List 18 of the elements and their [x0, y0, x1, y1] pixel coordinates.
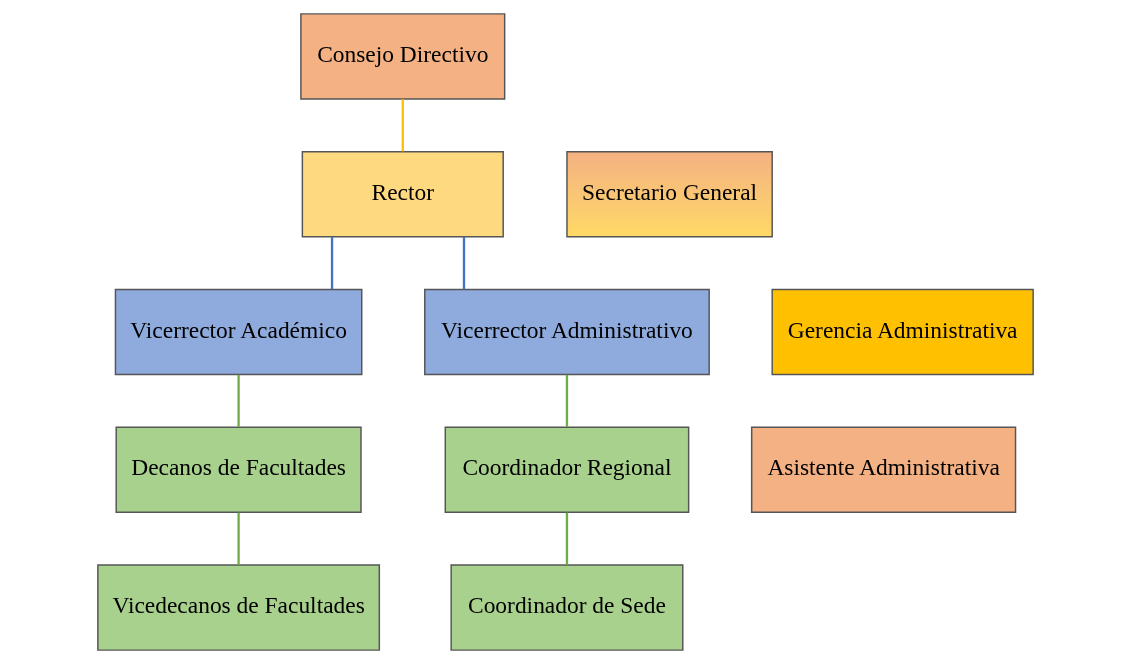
node-box: Vicerrector Académico	[114, 288, 362, 376]
connector	[565, 374, 568, 427]
connector	[330, 237, 333, 290]
node-box: Coordinador Regional	[444, 426, 689, 514]
node-box: Secretario General	[565, 150, 773, 238]
connector	[236, 512, 240, 565]
node-box: Decanos de Facultades	[114, 426, 362, 514]
node-box: Rector	[301, 150, 504, 238]
connector	[565, 512, 568, 565]
connector	[401, 99, 404, 152]
node-box: Gerencia Administrativa	[770, 288, 1034, 376]
node-box: Consejo Directivo	[299, 13, 505, 100]
connector	[462, 237, 465, 290]
node-box: Asistente Administrativa	[750, 426, 1016, 514]
node-box: Vicedecanos de Facultades	[96, 564, 380, 651]
node-box: Coordinador de Sede	[449, 564, 683, 651]
node-box: Vicerrector Administrativo	[423, 288, 710, 376]
connector	[236, 374, 240, 427]
